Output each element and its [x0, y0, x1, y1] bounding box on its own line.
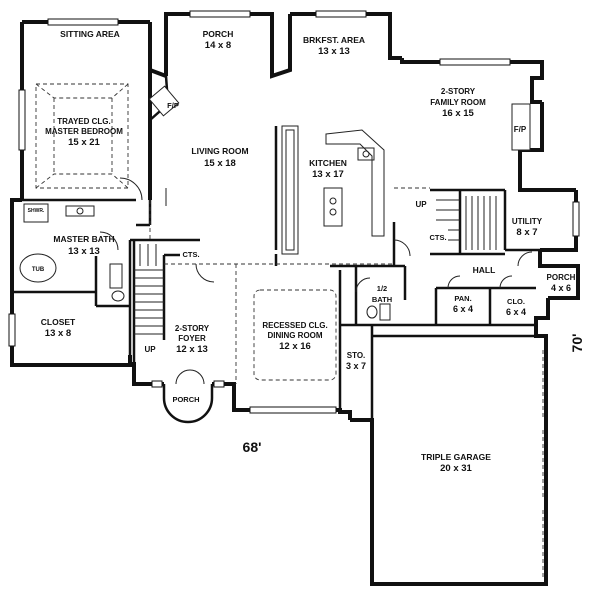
bath-fixtures	[19, 203, 391, 321]
depth-dimension: 70'	[569, 334, 585, 353]
family-room-label: FAMILY ROOM	[430, 98, 486, 107]
front-porch-outline	[162, 384, 214, 424]
family-fireplace-label: F/P	[514, 125, 527, 134]
dining-ceiling: RECESSED CLG.	[262, 321, 327, 330]
side-porch-label: PORCH	[547, 273, 576, 282]
master-bath-size: 13 x 13	[68, 246, 100, 257]
living-room-label: LIVING ROOM	[191, 146, 248, 156]
master-bedroom-size: 15 x 21	[68, 137, 100, 148]
hall-closet-label: CTS.	[429, 233, 446, 242]
living-room-size: 15 x 18	[204, 158, 236, 169]
tub-label: TUB	[32, 267, 45, 273]
kitchen-fixtures	[281, 125, 385, 255]
foyer-size: 12 x 13	[176, 344, 208, 355]
closet-label: CLOSET	[41, 317, 76, 327]
dining-room-label: DINING ROOM	[267, 331, 322, 340]
family-room-size: 16 x 15	[442, 108, 474, 119]
foyer-story: 2-STORY	[175, 324, 210, 333]
master-bath-label: MASTER BATH	[53, 234, 114, 244]
garage-label: TRIPLE GARAGE	[421, 452, 491, 462]
hall-clo-label: CLO.	[507, 297, 525, 306]
interior-walls	[12, 75, 540, 420]
foyer-stair-up-label: UP	[144, 345, 156, 354]
pantry-size: 6 x 4	[453, 304, 473, 314]
windows	[8, 10, 580, 414]
fireplaces	[148, 85, 531, 151]
family-stair-up-label: UP	[415, 200, 427, 209]
utility-size: 8 x 7	[516, 227, 537, 238]
kitchen-size: 13 x 17	[312, 169, 344, 180]
garage-size: 20 x 31	[440, 463, 472, 474]
utility-label: UTILITY	[512, 217, 543, 226]
master-bedroom-ceiling: TRAYED CLG.	[57, 117, 111, 126]
pantry-label: PAN.	[454, 294, 471, 303]
family-room-story: 2-STORY	[441, 87, 476, 96]
dining-room-size: 12 x 16	[279, 341, 311, 352]
kitchen-label: KITCHEN	[309, 158, 347, 168]
half-bath-label: BATH	[372, 295, 392, 304]
rear-porch-size: 14 x 8	[205, 40, 231, 51]
storage-label: STO.	[347, 351, 366, 360]
hall-clo-size: 6 x 4	[506, 307, 526, 317]
doors	[99, 177, 533, 385]
width-dimension: 68'	[243, 439, 262, 455]
stairs	[134, 188, 497, 335]
foyer-label: FOYER	[178, 334, 206, 343]
front-porch-label: PORCH	[172, 395, 199, 404]
foyer-closet-label: CTS.	[182, 250, 199, 259]
storage-size: 3 x 7	[346, 361, 366, 371]
hall-label: HALL	[473, 265, 496, 275]
breakfast-area-label: BRKFST. AREA	[303, 35, 365, 45]
ceiling-lines	[35, 83, 430, 384]
rear-porch-label: PORCH	[203, 29, 234, 39]
breakfast-area-size: 13 x 13	[318, 46, 350, 57]
living-fireplace-label: F/P	[167, 101, 179, 110]
half-bath-fraction: 1/2	[377, 284, 387, 293]
master-bedroom-label: MASTER BEDROOM	[45, 127, 123, 136]
side-porch-size: 4 x 6	[551, 283, 571, 293]
shower-label: SHWR.	[28, 208, 45, 214]
sitting-area-label: SITTING AREA	[60, 29, 120, 39]
room-labels: SITTING AREA PORCH 14 x 8 BRKFST. AREA 1…	[28, 29, 576, 474]
closet-size: 13 x 8	[45, 328, 71, 339]
